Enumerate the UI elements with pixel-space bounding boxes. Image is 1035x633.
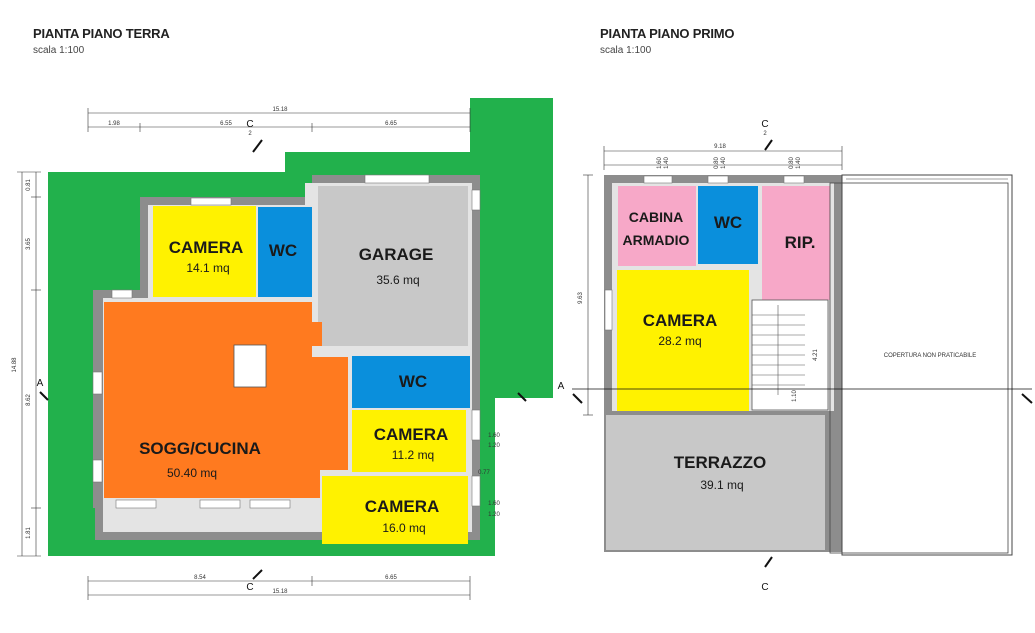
label-camera-1: CAMERA bbox=[169, 238, 244, 257]
dim-left-total: 14.88 bbox=[12, 357, 18, 373]
ground-section-markers bbox=[39, 139, 527, 580]
dim-first-w1-b: 1.40 bbox=[664, 157, 670, 169]
dim-win1-a: 1.60 bbox=[488, 433, 500, 439]
room-garage bbox=[318, 186, 468, 346]
dim-bottom-b: 6.65 bbox=[385, 575, 397, 581]
dim-first-stair-a: 4.21 bbox=[813, 349, 819, 361]
room-camera-2 bbox=[352, 410, 466, 472]
room-camera-1 bbox=[153, 206, 256, 297]
label-wc-2: WC bbox=[399, 372, 427, 391]
room-rip bbox=[762, 186, 830, 300]
roof-note: COPERTURA NON PRATICABILE bbox=[884, 353, 976, 359]
first-section-c-top-num: 2 bbox=[763, 131, 767, 137]
label-camera-first: CAMERA bbox=[643, 311, 718, 330]
area-garage: 35.6 mq bbox=[376, 273, 419, 287]
label-terrazzo: TERRAZZO bbox=[674, 453, 767, 472]
dim-bottom-a: 8.54 bbox=[194, 575, 206, 581]
dim-left-a: 0.81 bbox=[26, 179, 32, 191]
ground-floor-scale: scala 1:100 bbox=[33, 45, 85, 56]
first-top-dimensions bbox=[603, 146, 843, 170]
ground-windows bbox=[92, 174, 481, 509]
room-wc-1 bbox=[258, 207, 312, 297]
room-terrazzo bbox=[606, 415, 825, 550]
dim-top-b: 6.55 bbox=[220, 121, 232, 127]
dim-win3-a: 1.60 bbox=[488, 501, 500, 507]
roof-inner-edge bbox=[829, 182, 1009, 554]
ground-bottom-dimensions bbox=[87, 576, 471, 600]
first-windows bbox=[604, 175, 805, 331]
label-sogg-cucina: SOGG/CUCINA bbox=[139, 439, 261, 458]
first-floor-scale: scala 1:100 bbox=[600, 45, 652, 56]
dim-left-c: 8.62 bbox=[26, 394, 32, 406]
first-floor-plan: COPERTURA NON PRATICABILE 9.18 1.60 1.40… bbox=[558, 119, 1033, 593]
first-left-dimension bbox=[583, 174, 593, 416]
dim-win2: 0.77 bbox=[478, 470, 490, 476]
label-camera-3: CAMERA bbox=[365, 497, 440, 516]
area-camera-first: 28.2 mq bbox=[658, 334, 701, 348]
first-section-c-top-label: C bbox=[761, 119, 768, 130]
dim-first-w2-b: 1.40 bbox=[721, 157, 727, 169]
first-section-c-bottom-label: C bbox=[761, 582, 768, 593]
dim-top-total: 15.18 bbox=[272, 107, 288, 113]
dim-first-w3-a: 0.80 bbox=[789, 157, 795, 169]
dim-first-left: 9.63 bbox=[578, 292, 584, 304]
section-c-bottom-label: C bbox=[246, 582, 253, 593]
dim-left-d: 1.81 bbox=[26, 527, 32, 539]
roof-non-walkable bbox=[841, 174, 1013, 556]
dim-first-stair-b: 1.10 bbox=[792, 390, 798, 402]
dim-bottom-total: 15.18 bbox=[272, 589, 288, 595]
dim-win3-b: 1.20 bbox=[488, 512, 500, 518]
area-camera-2: 11.2 mq bbox=[392, 448, 434, 462]
area-camera-1: 14.1 mq bbox=[186, 261, 229, 275]
dim-first-top-total: 9.18 bbox=[714, 144, 726, 150]
dim-top-c: 6.65 bbox=[385, 121, 397, 127]
ground-floor-plan: 15.18 1.98 6.55 6.65 0.81 3.65 8.62 1.81… bbox=[12, 98, 553, 600]
room-camera-3 bbox=[322, 476, 468, 544]
room-wc-2 bbox=[352, 356, 470, 408]
area-camera-3: 16.0 mq bbox=[382, 521, 425, 535]
label-armadio: ARMADIO bbox=[623, 232, 690, 248]
label-wc-first: WC bbox=[714, 213, 742, 232]
dim-first-w1-a: 1.60 bbox=[657, 157, 663, 169]
dim-win1-b: 1.20 bbox=[488, 443, 500, 449]
first-floor-title: PIANTA PIANO PRIMO bbox=[600, 26, 735, 41]
area-sogg-cucina: 50.40 mq bbox=[167, 466, 217, 480]
first-section-markers bbox=[572, 139, 1033, 568]
dim-top-a: 1.98 bbox=[108, 121, 120, 127]
room-cabina-armadio bbox=[618, 186, 696, 266]
label-rip: RIP. bbox=[785, 233, 816, 252]
label-wc-1: WC bbox=[269, 241, 297, 260]
label-cabina: CABINA bbox=[629, 209, 683, 225]
section-a-label: A bbox=[37, 378, 44, 389]
section-c-top-label: C bbox=[246, 119, 253, 130]
dim-first-w3-b: 1.40 bbox=[796, 157, 802, 169]
room-camera-first bbox=[617, 270, 749, 411]
section-c-top-num: 2 bbox=[248, 131, 252, 137]
ground-top-dimensions bbox=[87, 108, 471, 132]
dim-left-b: 3.65 bbox=[26, 238, 32, 250]
first-section-a-label: A bbox=[558, 381, 565, 392]
stair-treads bbox=[752, 305, 805, 395]
ground-left-dimensions bbox=[17, 171, 41, 557]
area-terrazzo: 39.1 mq bbox=[700, 478, 743, 492]
room-sogg-cucina bbox=[104, 302, 348, 498]
ground-floor-title: PIANTA PIANO TERRA bbox=[33, 26, 170, 41]
dim-first-w2-a: 0.80 bbox=[714, 157, 720, 169]
room-wc-first bbox=[698, 186, 758, 264]
label-garage: GARAGE bbox=[359, 245, 434, 264]
stair-block bbox=[233, 344, 267, 388]
label-camera-2: CAMERA bbox=[374, 425, 449, 444]
